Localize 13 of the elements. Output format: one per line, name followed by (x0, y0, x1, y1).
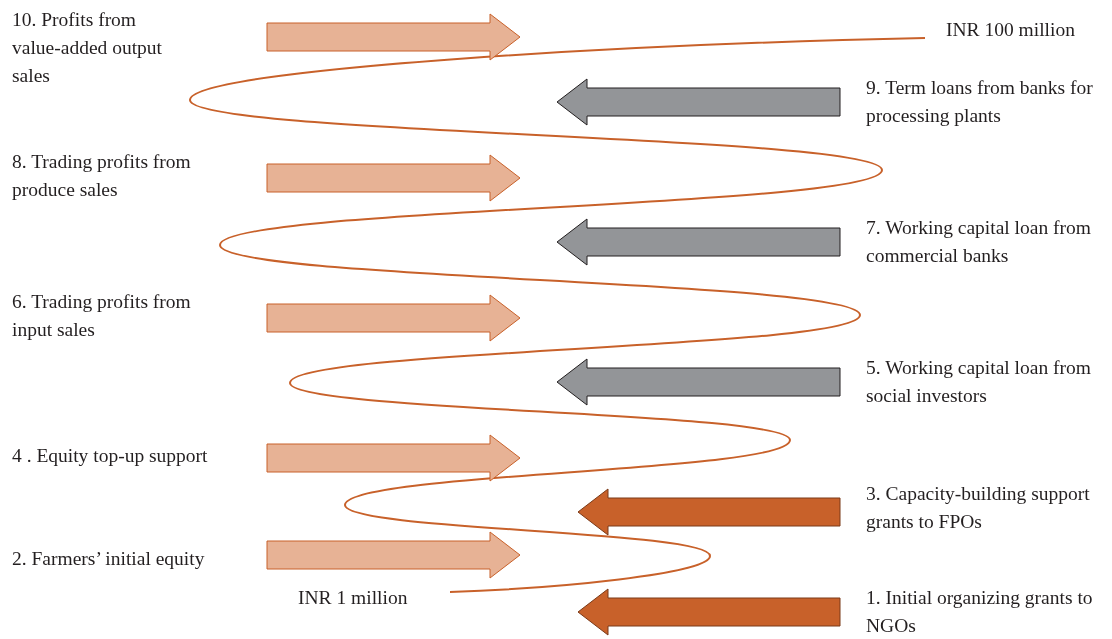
step-label: 2. Farmers’ initial equity (12, 547, 206, 571)
step-label: 10. Profits from value-added output sales (12, 8, 163, 88)
step-label: 6. Trading profits from input sales (12, 290, 192, 342)
step-label: 3. Capacity-building support grants to FPOs (866, 482, 1091, 534)
step-label: 8. Trading profits from produce sales (12, 150, 192, 202)
step-label: 5. Working capital loan from social investors (866, 356, 1092, 408)
step-label: 9. Term loans from banks for processing plants (866, 76, 1094, 128)
amount-label: INR 100 million (946, 16, 1075, 44)
step-label: 1. Initial organizing grants to NGOs (866, 586, 1094, 638)
step-label: 4 . Equity top-up support (12, 444, 209, 468)
step-label: 7. Working capital loan from commercial banks (866, 216, 1092, 268)
amount-label: INR 1 million (298, 584, 408, 612)
spiral-line (189, 37, 926, 593)
